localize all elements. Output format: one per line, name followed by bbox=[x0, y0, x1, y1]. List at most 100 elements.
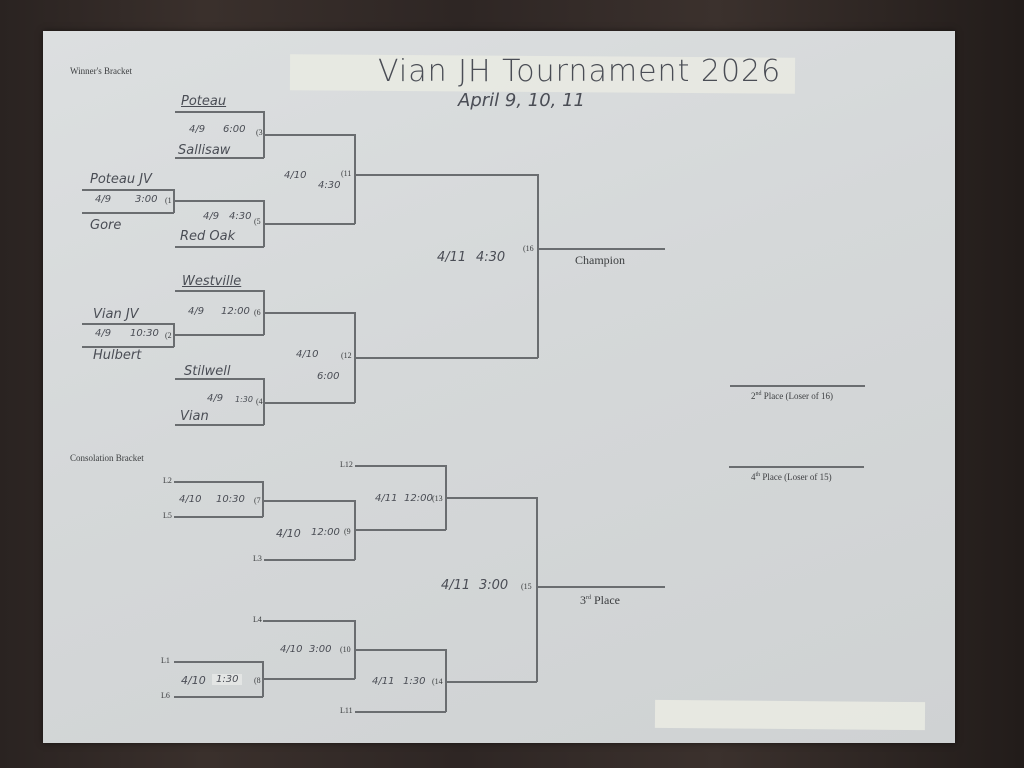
bracket-line bbox=[263, 200, 265, 247]
bracket-line bbox=[355, 529, 446, 531]
game-number: (5 bbox=[254, 217, 261, 226]
game-time: 6:00 bbox=[223, 124, 246, 135]
bracket-line bbox=[82, 212, 174, 214]
game-number: (6 bbox=[254, 308, 261, 317]
winners-bracket-label: Winner's Bracket bbox=[70, 66, 132, 76]
bracket-line bbox=[355, 649, 446, 651]
game-date: 4/11 bbox=[372, 676, 395, 687]
game-date: 4/10 bbox=[276, 527, 301, 540]
bracket-line bbox=[174, 516, 263, 518]
bracket-line bbox=[354, 500, 356, 560]
bracket-line bbox=[82, 346, 174, 348]
game-number: (8 bbox=[254, 676, 261, 685]
bracket-line bbox=[445, 649, 447, 712]
bracket-line bbox=[175, 378, 264, 380]
second-place-line bbox=[730, 385, 865, 387]
game-time: 3:00 bbox=[479, 578, 509, 593]
team-name: Red Oak bbox=[180, 229, 236, 244]
game-number: (4 bbox=[256, 397, 263, 406]
bracket-line bbox=[174, 696, 263, 698]
bracket-line bbox=[264, 223, 355, 225]
game-date: 4/10 bbox=[181, 674, 206, 687]
third-place-label: 3rd Place bbox=[580, 593, 620, 607]
game-date: 4/11 bbox=[437, 250, 467, 265]
team-name: Sallisaw bbox=[178, 143, 231, 158]
bracket-line bbox=[174, 481, 263, 483]
game-number: (10 bbox=[340, 645, 351, 654]
bracket-line bbox=[445, 465, 447, 530]
slot-label: L1 bbox=[161, 656, 170, 665]
slot-label: L2 bbox=[163, 476, 172, 485]
game-date: 4/9 bbox=[207, 393, 224, 404]
bracket-line bbox=[537, 174, 539, 358]
bracket-line bbox=[354, 620, 356, 679]
game-time: 1:30 bbox=[212, 674, 243, 685]
fourth-place-label: 4th Place (Loser of 15) bbox=[751, 472, 832, 482]
game-time: 10:30 bbox=[130, 328, 159, 339]
game-time: 4:30 bbox=[318, 180, 341, 191]
slot-label: L6 bbox=[161, 691, 170, 700]
bracket-line bbox=[263, 290, 265, 335]
game-date: 4/10 bbox=[280, 644, 303, 655]
champion-label: Champion bbox=[575, 253, 625, 267]
bracket-line bbox=[355, 174, 538, 176]
bracket-line bbox=[262, 481, 264, 517]
game-number: (14 bbox=[432, 677, 443, 686]
game-date: 4/9 bbox=[95, 328, 112, 339]
bracket-line bbox=[263, 620, 355, 622]
bracket-line bbox=[174, 200, 264, 202]
game-date: 4/9 bbox=[188, 306, 205, 317]
game-time: 3:00 bbox=[135, 194, 158, 205]
third-place-line bbox=[537, 586, 665, 588]
bracket-line bbox=[263, 500, 355, 502]
game-number: (9 bbox=[344, 527, 351, 536]
team-name: Hulbert bbox=[93, 348, 142, 363]
bracket-line bbox=[264, 402, 355, 404]
game-date: 4/11 bbox=[375, 493, 398, 504]
bracket-line bbox=[173, 189, 175, 213]
game-time: 12:00 bbox=[404, 493, 433, 504]
bracket-line bbox=[355, 465, 446, 467]
champion-line bbox=[538, 248, 665, 250]
team-name: Poteau bbox=[181, 94, 227, 109]
game-date: 4/10 bbox=[179, 494, 202, 505]
bracket-line bbox=[174, 334, 264, 336]
slot-label: L3 bbox=[253, 554, 262, 563]
fourth-place-line bbox=[729, 466, 864, 468]
page-title: Vian JH Tournament 2026 bbox=[378, 54, 782, 89]
bracket-line bbox=[173, 323, 175, 347]
team-name: Poteau JV bbox=[90, 172, 152, 187]
game-date: 4/9 bbox=[189, 124, 206, 135]
game-number: (13 bbox=[432, 494, 443, 503]
game-number: (3 bbox=[256, 128, 263, 137]
bracket-line bbox=[355, 357, 538, 359]
game-time: 1:30 bbox=[403, 676, 426, 687]
bracket-line bbox=[175, 424, 264, 426]
bracket-line bbox=[263, 378, 265, 425]
bracket-line bbox=[536, 497, 538, 682]
second-place-label: 2nd Place (Loser of 16) bbox=[751, 391, 833, 401]
bracket-line bbox=[82, 189, 174, 191]
bracket-line bbox=[174, 661, 263, 663]
bracket-line bbox=[175, 290, 264, 292]
slot-label: L4 bbox=[253, 615, 262, 624]
game-date: 4/9 bbox=[95, 194, 112, 205]
bracket-sheet bbox=[43, 31, 955, 743]
bracket-line bbox=[354, 312, 356, 403]
bracket-line bbox=[175, 246, 264, 248]
bracket-line bbox=[263, 678, 355, 680]
consolation-bracket-label: Consolation Bracket bbox=[70, 453, 144, 463]
game-time: 12:00 bbox=[311, 527, 340, 538]
game-time: 6:00 bbox=[317, 371, 340, 382]
bracket-line bbox=[355, 711, 446, 713]
bracket-line bbox=[263, 111, 265, 158]
game-date: 4/9 bbox=[203, 211, 220, 222]
team-name: Westville bbox=[182, 274, 242, 289]
game-date: 4/10 bbox=[284, 170, 307, 181]
slot-label: L5 bbox=[163, 511, 172, 520]
bracket-line bbox=[446, 497, 537, 499]
slot-label: L12 bbox=[340, 460, 353, 469]
game-number: (16 bbox=[523, 244, 534, 253]
game-date: 4/10 bbox=[296, 349, 319, 360]
team-name: Vian JV bbox=[93, 307, 139, 322]
